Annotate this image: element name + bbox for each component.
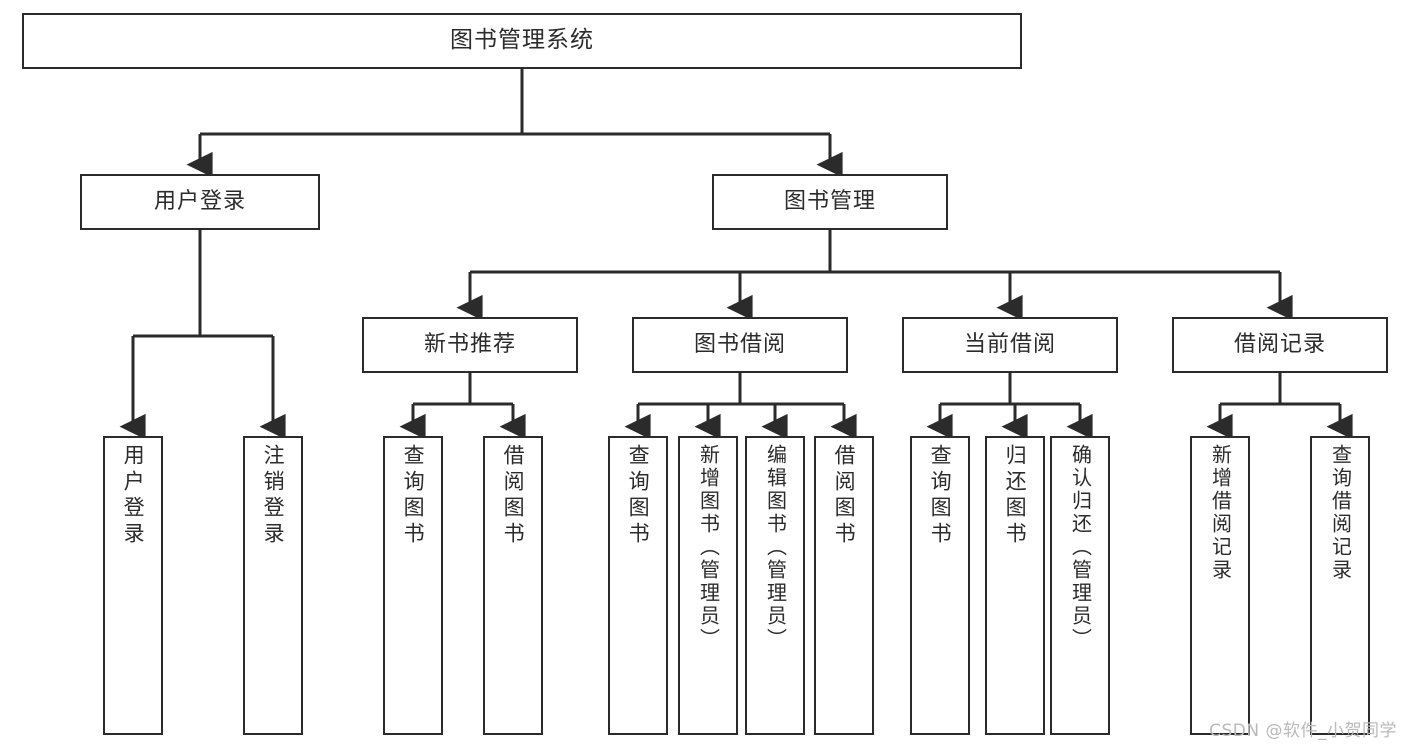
node-label: 图书借阅: [693, 331, 786, 357]
node-label: 用户登录: [121, 444, 146, 548]
leaf-user-login[interactable]: 用户登录: [103, 436, 163, 735]
node-label: 注销登录: [261, 444, 286, 548]
node-label: 图书管理: [783, 188, 876, 214]
node-label: 查询图书: [928, 444, 953, 548]
node-label: 借阅图书: [501, 444, 526, 548]
node-label: 确认归还（管理员）: [1068, 444, 1093, 651]
leaf-query-borrow-record[interactable]: 查询借阅记录: [1310, 436, 1370, 735]
node-label: 归还图书: [1003, 444, 1028, 548]
node-label: 借阅图书: [832, 444, 857, 548]
leaf-return-book[interactable]: 归还图书: [985, 436, 1045, 735]
leaf-confirm-return-admin[interactable]: 确认归还（管理员）: [1050, 436, 1110, 735]
node-user-login[interactable]: 用户登录: [80, 174, 320, 230]
node-book-management[interactable]: 图书管理: [712, 174, 948, 230]
csdn-watermark: CSDN @软件_小贺同学: [1209, 721, 1397, 741]
node-label: 查询借阅记录: [1328, 444, 1353, 582]
leaf-edit-book-admin[interactable]: 编辑图书（管理员）: [745, 436, 805, 735]
leaf-query-book-current[interactable]: 查询图书: [910, 436, 970, 735]
node-label: 编辑图书（管理员）: [763, 444, 788, 651]
node-label: 借阅记录: [1233, 331, 1326, 357]
leaf-logout[interactable]: 注销登录: [243, 436, 303, 735]
node-label: 新书推荐: [423, 331, 516, 357]
leaf-add-book-admin[interactable]: 新增图书（管理员）: [678, 436, 738, 735]
node-borrow-record[interactable]: 借阅记录: [1172, 317, 1388, 373]
node-label: 图书管理系统: [450, 27, 594, 54]
node-label: 当前借阅: [963, 331, 1056, 357]
node-label: 查询图书: [401, 444, 426, 548]
node-new-book-recommend[interactable]: 新书推荐: [362, 317, 578, 373]
node-book-borrow[interactable]: 图书借阅: [632, 317, 848, 373]
leaf-borrow-book-newbook[interactable]: 借阅图书: [483, 436, 543, 735]
node-current-borrow[interactable]: 当前借阅: [902, 317, 1118, 373]
node-label: 查询图书: [626, 444, 651, 548]
leaf-query-book-borrow[interactable]: 查询图书: [608, 436, 668, 735]
leaf-add-borrow-record[interactable]: 新增借阅记录: [1190, 436, 1250, 735]
node-label: 新增借阅记录: [1208, 444, 1233, 582]
node-root-system[interactable]: 图书管理系统: [22, 13, 1022, 69]
leaf-borrow-book[interactable]: 借阅图书: [814, 436, 874, 735]
node-label: 新增图书（管理员）: [696, 444, 721, 651]
node-label: 用户登录: [153, 188, 246, 214]
leaf-query-book-newbook[interactable]: 查询图书: [383, 436, 443, 735]
